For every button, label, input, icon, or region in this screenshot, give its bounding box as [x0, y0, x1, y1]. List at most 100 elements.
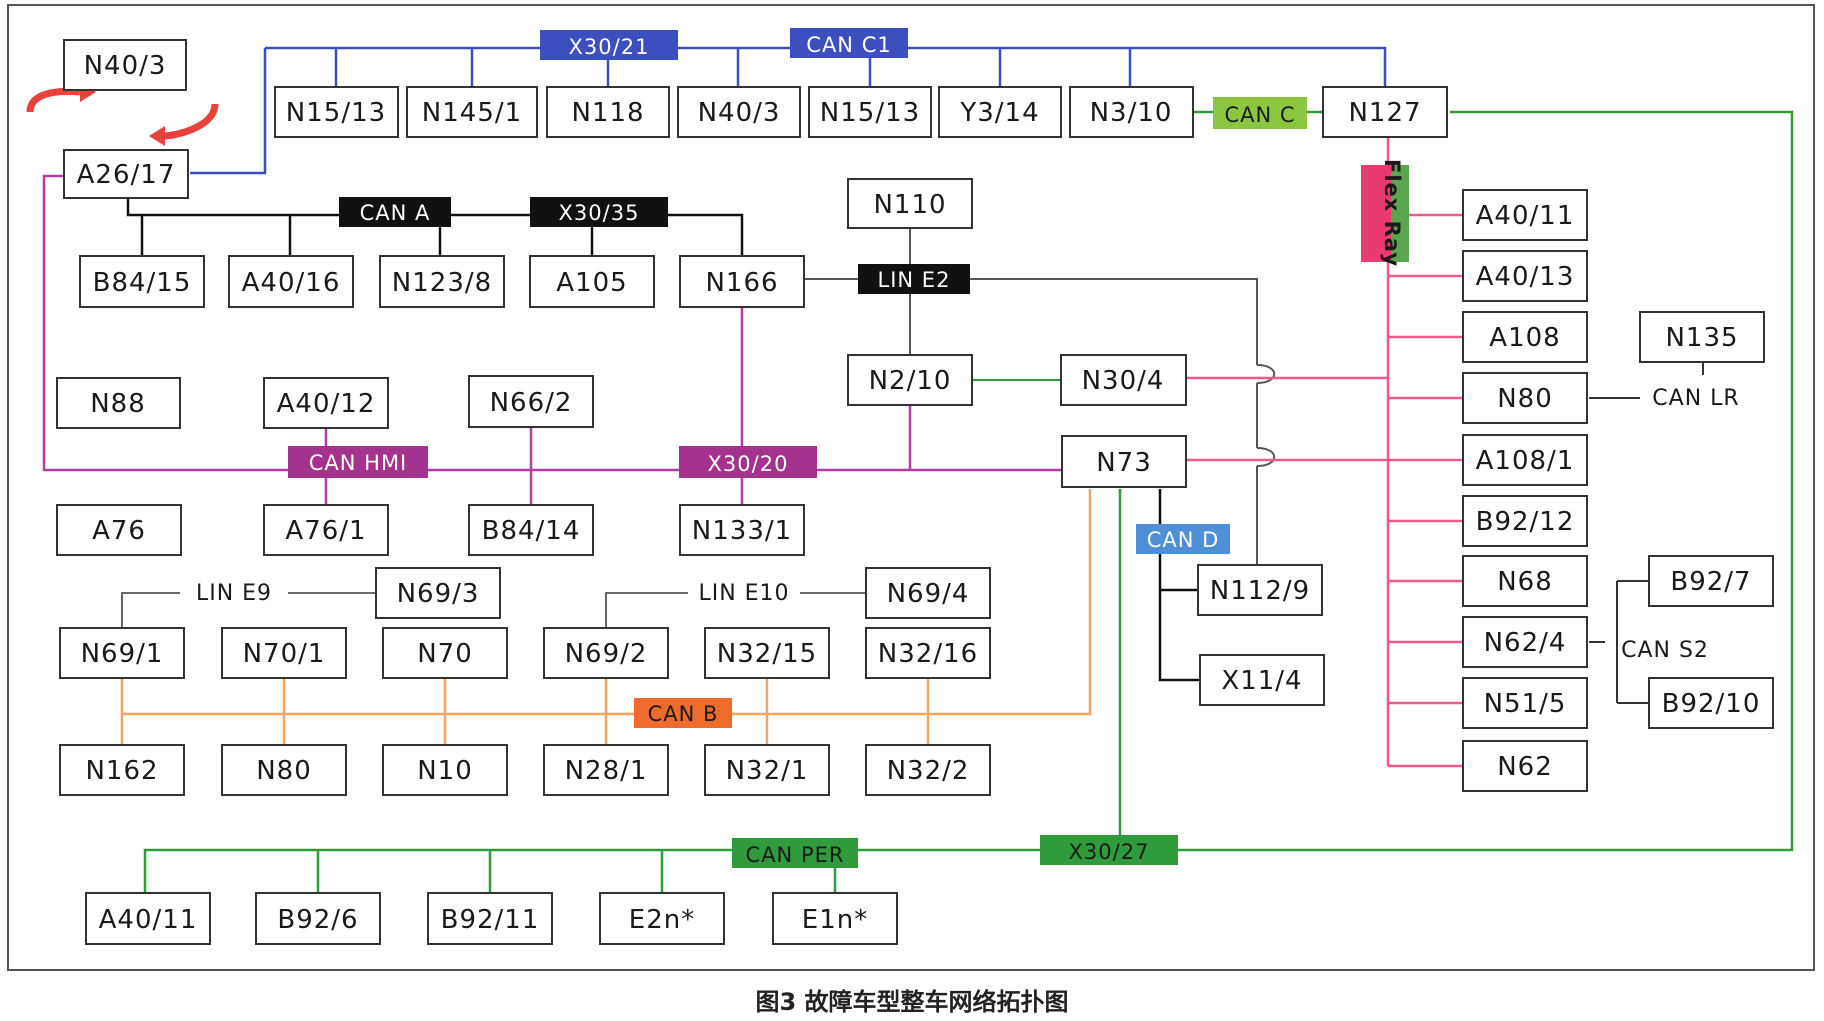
rotation-arrowheads	[80, 82, 165, 146]
bus-can-b: CAN B	[634, 698, 732, 728]
node-n80-b-label: N80	[256, 756, 312, 786]
node-a108-1-label: A108/1	[1476, 446, 1575, 476]
node-a105-label: A105	[556, 268, 627, 298]
bus-can-d-label: CAN D	[1147, 528, 1220, 552]
node-n70-label: N70	[417, 639, 473, 669]
node-b92-11-label: B92/11	[441, 905, 540, 935]
node-a26-17: A26/17	[63, 149, 189, 199]
node-n32-15-label: N32/15	[717, 639, 817, 669]
node-n69-4: N69/4	[865, 567, 991, 619]
node-n162-label: N162	[85, 756, 158, 786]
node-n3-10: N3/10	[1069, 86, 1194, 138]
can-b-bus-lines	[120, 489, 1092, 745]
node-n127: N127	[1322, 86, 1448, 138]
bus-can-per: CAN PER	[732, 838, 858, 868]
can-s2-label: CAN S2	[1621, 638, 1709, 663]
lin-e9-e10-lines	[121, 592, 866, 628]
can-d-lines	[1158, 489, 1200, 682]
node-n110: N110	[847, 178, 973, 229]
bus-can-c: CAN C	[1213, 97, 1307, 129]
node-a40-12: A40/12	[263, 377, 389, 429]
bus-can-a: CAN A	[339, 197, 451, 227]
node-n110-label: N110	[873, 190, 946, 220]
node-b92-6: B92/6	[255, 892, 381, 945]
bus-x30-35: X30/35	[530, 197, 668, 227]
node-n162: N162	[59, 744, 185, 796]
node-y3-14-label: Y3/14	[959, 98, 1039, 128]
lin-e10-label: LIN E10	[698, 581, 789, 606]
node-n2-10-label: N2/10	[869, 366, 952, 396]
node-n123-8-label: N123/8	[392, 268, 492, 298]
node-n69-1-label: N69/1	[81, 639, 164, 669]
node-n62-label: N62	[1497, 752, 1553, 782]
bus-can-hmi-label: CAN HMI	[309, 451, 408, 475]
bus-can-d: CAN D	[1136, 524, 1230, 554]
node-n15-13-a-label: N15/13	[286, 98, 386, 128]
node-b92-10-label: B92/10	[1662, 689, 1761, 719]
bus-can-c1-label: CAN C1	[806, 33, 891, 57]
node-b92-12-label: B92/12	[1476, 507, 1575, 537]
node-n80-b: N80	[221, 744, 347, 796]
node-n66-2: N66/2	[468, 375, 594, 428]
bus-flexray-label: Flex Ray	[1380, 159, 1404, 267]
bus-x30-21-label: X30/21	[569, 35, 650, 59]
node-n28-1-label: N28/1	[565, 756, 648, 786]
node-a105: A105	[529, 255, 655, 308]
can-per-bus-lines	[143, 110, 1794, 893]
node-n133-1-label: N133/1	[692, 516, 792, 546]
node-b92-11: B92/11	[427, 892, 553, 945]
node-n118-label: N118	[571, 98, 644, 128]
node-n62-4-label: N62/4	[1484, 628, 1567, 658]
bus-can-b-label: CAN B	[648, 702, 719, 726]
node-n15-13-b-label: N15/13	[820, 98, 920, 128]
node-n88: N88	[56, 377, 181, 429]
node-n32-16-label: N32/16	[878, 639, 978, 669]
node-n133-1: N133/1	[679, 504, 805, 556]
node-a40-16-label: A40/16	[242, 268, 341, 298]
lin-e9-label: LIN E9	[196, 581, 272, 606]
node-n69-1: N69/1	[59, 627, 185, 679]
bus-can-a-label: CAN A	[360, 201, 431, 225]
node-a26-17-label: A26/17	[77, 160, 176, 190]
node-a40-11-flexray: A40/11	[1462, 189, 1588, 241]
node-b84-14: B84/14	[468, 504, 594, 556]
node-n145-1-label: N145/1	[422, 98, 522, 128]
node-n28-1: N28/1	[543, 744, 669, 796]
node-a76-1: A76/1	[263, 504, 389, 556]
node-n62: N62	[1462, 740, 1588, 792]
node-b92-12: B92/12	[1462, 495, 1588, 547]
node-n32-15: N32/15	[704, 627, 830, 679]
node-n66-2-label: N66/2	[490, 388, 573, 418]
bus-x30-20: X30/20	[679, 446, 817, 478]
node-n80-flexray-label: N80	[1497, 384, 1553, 414]
node-n32-1-label: N32/1	[726, 756, 809, 786]
bus-lin-e2-label: LIN E2	[878, 268, 951, 292]
node-x11-4-label: X11/4	[1221, 666, 1302, 696]
node-e2n-label: E2n*	[629, 905, 695, 935]
node-n62-4: N62/4	[1462, 616, 1588, 668]
bus-x30-20-label: X30/20	[708, 452, 789, 476]
bus-x30-21: X30/21	[540, 30, 678, 60]
node-a40-12-label: A40/12	[277, 389, 376, 419]
node-a40-13: A40/13	[1462, 250, 1588, 302]
node-n123-8: N123/8	[379, 255, 505, 308]
node-y3-14: Y3/14	[938, 86, 1062, 138]
node-n135-label: N135	[1665, 323, 1738, 353]
node-a108-1: A108/1	[1462, 434, 1588, 486]
node-n68-label: N68	[1497, 567, 1553, 597]
node-e1n-label: E1n*	[802, 905, 868, 935]
node-n70: N70	[382, 627, 508, 679]
bus-x30-35-label: X30/35	[559, 201, 640, 225]
node-n40-3-label: N40/3	[698, 98, 781, 128]
node-n118: N118	[546, 86, 670, 138]
node-n32-1: N32/1	[704, 744, 830, 796]
node-x11-4: X11/4	[1199, 654, 1325, 706]
node-n145-1: N145/1	[406, 86, 538, 138]
node-b84-14-label: B84/14	[482, 516, 581, 546]
node-b92-7-label: B92/7	[1670, 567, 1751, 597]
node-n69-2-label: N69/2	[565, 639, 648, 669]
can-lr-label: CAN LR	[1652, 386, 1739, 411]
node-n40-3: N40/3	[677, 86, 801, 138]
node-a108: A108	[1462, 311, 1588, 363]
